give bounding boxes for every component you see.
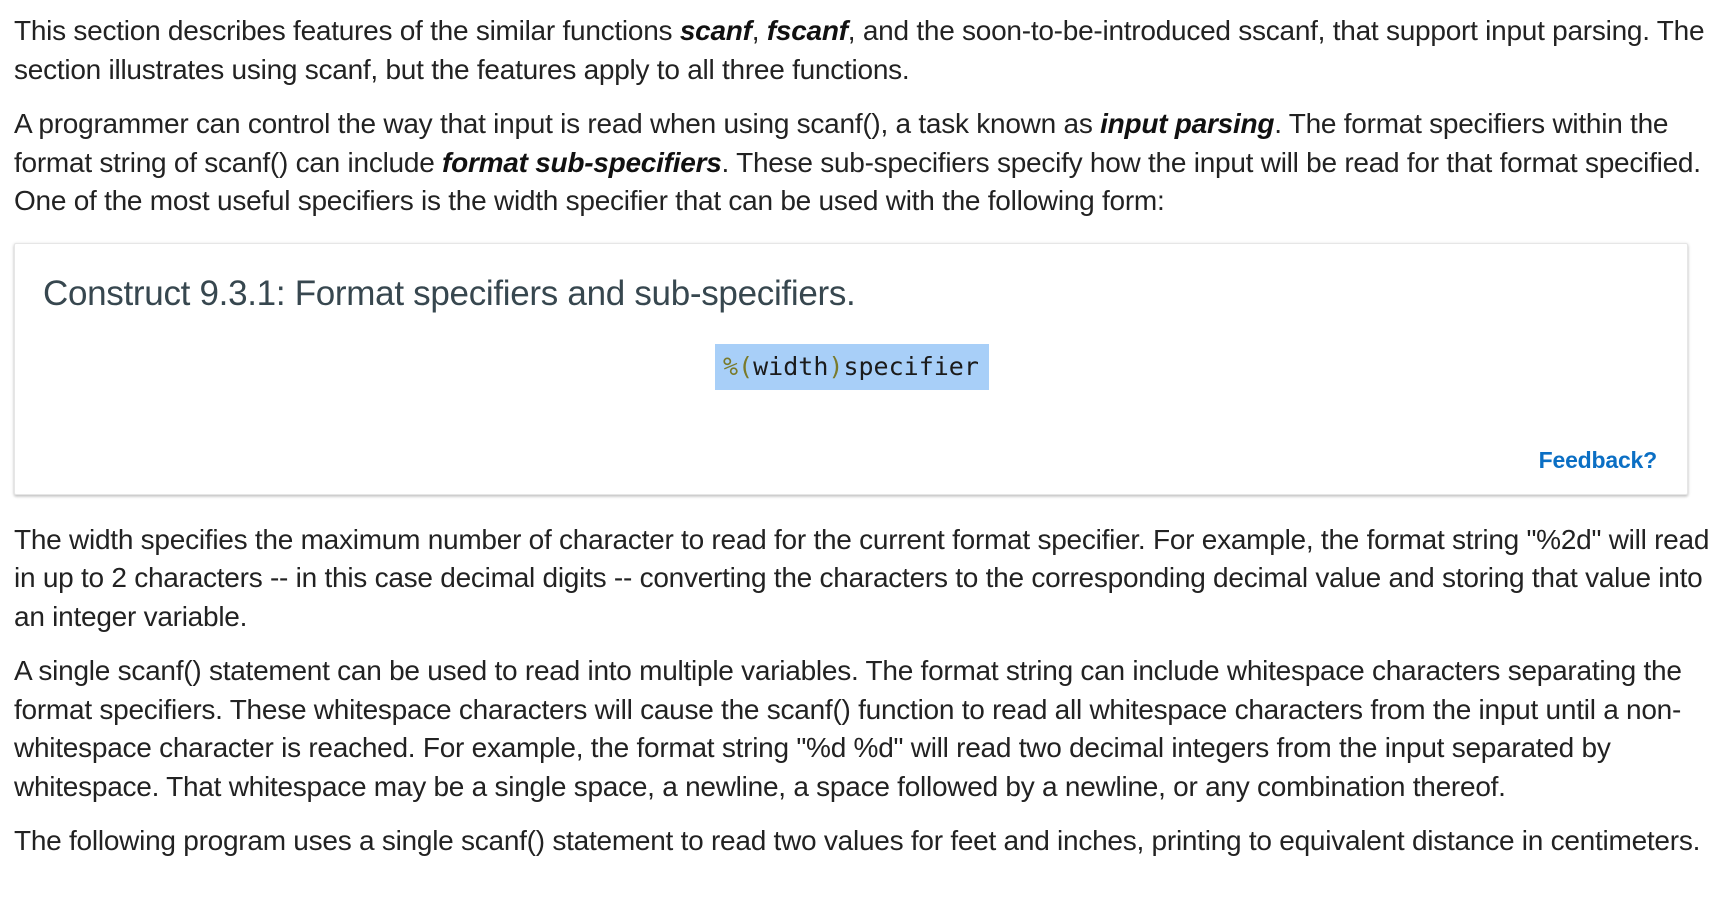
p1-text-start: This section describes features of the s… <box>14 15 680 46</box>
code-percent: % <box>723 352 739 381</box>
p2-text-end: . These sub-specifiers specify how the i… <box>14 146 1701 217</box>
section-content: This section describes features of the s… <box>14 12 1714 877</box>
p2-text-start: A programmer can control the way that in… <box>14 108 1101 139</box>
p1-separator: , <box>751 15 767 46</box>
body-paragraph-width: The width specifies the maximum number o… <box>14 523 1710 632</box>
code-width: width <box>753 352 829 381</box>
code-specifier: specifier <box>843 352 979 381</box>
code-open-paren: ( <box>738 352 754 381</box>
p2-text-mid: . The format specifiers within the forma… <box>14 108 1669 178</box>
body-paragraph-multiple: A single scanf() statement can be used t… <box>14 655 1682 802</box>
intro-paragraph-1: This section describes features of the s… <box>14 12 1714 89</box>
intro-paragraph-2: A programmer can control the way that in… <box>14 105 1714 221</box>
body-paragraph-program: The following program uses a single scan… <box>14 825 1701 856</box>
construct-title: Construct 9.3.1: Format specifiers and s… <box>43 273 856 313</box>
term-input-parsing: input parsing <box>1100 108 1275 139</box>
p1-text-end: , and the soon-to-be-introduced sscanf, … <box>14 15 1705 85</box>
term-format-sub-specifiers: format sub-specifiers <box>442 146 722 178</box>
construct-code-snippet: %(width)specifier <box>715 343 989 390</box>
term-scanf: scanf <box>679 15 752 46</box>
feedback-link[interactable]: Feedback? <box>1538 446 1658 473</box>
term-fscanf: fscanf <box>766 15 848 46</box>
construct-box: Construct 9.3.1: Format specifiers and s… <box>14 242 1688 495</box>
code-close-paren: ) <box>828 352 844 381</box>
